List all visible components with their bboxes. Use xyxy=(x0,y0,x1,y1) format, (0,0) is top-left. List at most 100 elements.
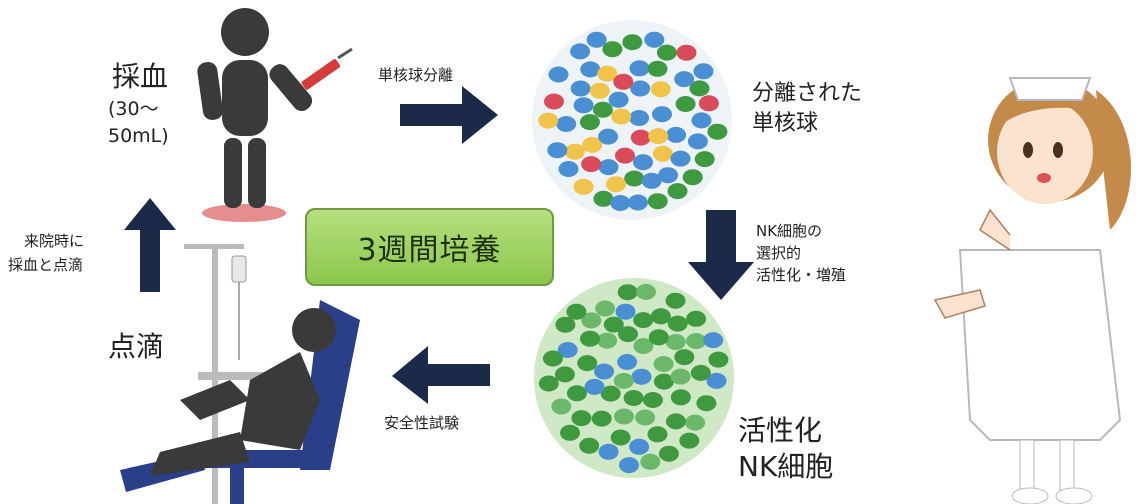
cell xyxy=(560,424,580,441)
cell xyxy=(706,372,727,389)
cell xyxy=(665,413,686,430)
cell xyxy=(594,363,615,380)
cell xyxy=(610,429,631,446)
cell xyxy=(566,303,587,320)
cell xyxy=(577,355,598,372)
cell xyxy=(679,432,700,449)
cell xyxy=(666,126,687,143)
cell xyxy=(707,123,728,140)
cell xyxy=(674,71,695,88)
cell xyxy=(629,110,650,126)
cell xyxy=(538,375,559,392)
blood-amount-label-2: 50mL) xyxy=(108,125,169,147)
cell xyxy=(658,167,678,184)
safety-test-label: 安全性試験 xyxy=(384,414,460,432)
cell xyxy=(570,80,591,97)
separated-cells-label-1: 分離された xyxy=(752,81,863,106)
cell xyxy=(653,373,674,390)
cell xyxy=(591,410,612,427)
cell xyxy=(598,128,619,145)
cell xyxy=(551,398,572,415)
cell xyxy=(667,315,688,332)
infusion-patient xyxy=(120,300,360,504)
cell xyxy=(650,81,671,98)
cell xyxy=(566,385,587,402)
cell xyxy=(581,156,602,173)
cell xyxy=(658,445,679,462)
cell xyxy=(670,368,691,385)
cell xyxy=(557,342,578,358)
cell xyxy=(630,80,651,97)
cell xyxy=(631,368,652,385)
cell xyxy=(602,41,623,58)
cell xyxy=(640,453,661,470)
cell xyxy=(598,443,619,460)
cell xyxy=(618,326,638,343)
separation-arrow xyxy=(400,86,498,144)
cell xyxy=(633,338,654,354)
cell xyxy=(622,34,643,51)
blood-draw-person xyxy=(197,8,353,222)
mononuclear-cells-image xyxy=(532,20,732,220)
cell xyxy=(698,95,719,112)
cell xyxy=(598,159,619,176)
cell xyxy=(548,66,569,83)
cell xyxy=(633,312,654,329)
cell xyxy=(558,161,579,177)
cell xyxy=(570,43,591,60)
cell xyxy=(636,283,656,300)
cell xyxy=(613,372,634,389)
infusion-label: 点滴 xyxy=(108,330,165,363)
cell xyxy=(633,154,653,171)
cell xyxy=(676,44,697,61)
cell xyxy=(593,190,614,207)
activation-arrow xyxy=(688,210,754,300)
cell xyxy=(538,112,559,129)
cell xyxy=(555,316,576,333)
cell xyxy=(641,172,662,189)
cell xyxy=(595,300,616,317)
selective-label-2: 選択的 xyxy=(756,244,802,262)
nurse-illustration xyxy=(933,77,1131,504)
cell xyxy=(656,44,677,61)
cell xyxy=(691,112,712,129)
cell xyxy=(624,170,645,187)
selective-label-3: 活性化・増殖 xyxy=(756,266,847,284)
safety-test-arrow xyxy=(392,346,490,404)
cell xyxy=(647,60,668,77)
cell xyxy=(614,408,634,425)
cell xyxy=(547,142,568,159)
cell xyxy=(619,457,639,474)
separated-cells-label-2: 単核球 xyxy=(752,111,819,136)
cell xyxy=(597,332,618,349)
cell xyxy=(635,409,656,426)
cell xyxy=(690,364,711,381)
visit-arrow xyxy=(124,198,176,292)
cell xyxy=(689,80,710,97)
cell xyxy=(617,284,638,301)
cell xyxy=(579,114,600,131)
cell xyxy=(586,31,607,48)
cell xyxy=(580,61,601,78)
cell xyxy=(592,101,613,118)
cell xyxy=(694,151,715,168)
cell xyxy=(613,73,634,90)
cell xyxy=(603,316,624,333)
cell xyxy=(564,143,585,160)
culture-box: 3週間培養 xyxy=(305,208,554,286)
cell xyxy=(708,351,729,368)
cell xyxy=(556,116,577,132)
cell xyxy=(629,60,650,77)
cell xyxy=(648,128,669,145)
cell xyxy=(617,354,638,370)
cell xyxy=(653,356,674,372)
cell xyxy=(554,366,575,383)
cell xyxy=(582,136,603,153)
cell xyxy=(686,310,707,327)
cell xyxy=(608,91,629,108)
cell xyxy=(627,194,648,211)
cell xyxy=(682,169,703,186)
cell xyxy=(675,96,696,112)
visit-label-1: 来院時に xyxy=(24,232,85,250)
